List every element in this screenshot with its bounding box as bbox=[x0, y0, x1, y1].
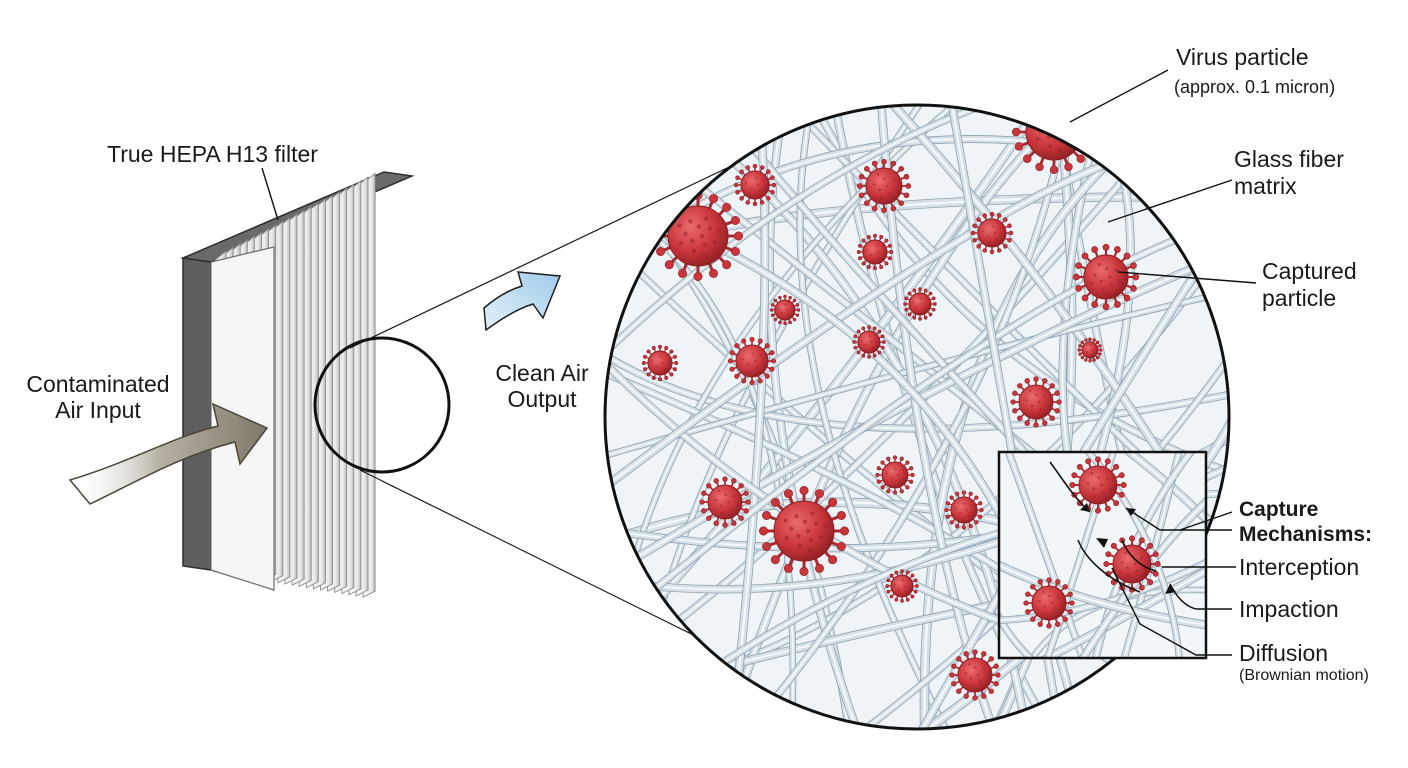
virus-particle-icon bbox=[758, 485, 849, 576]
virus-particle-icon bbox=[852, 325, 886, 359]
diffusion-sublabel: (Brownian motion) bbox=[1239, 667, 1369, 684]
virus-particle-icon bbox=[885, 569, 919, 603]
glass-fiber-label-line1: Glass fiber bbox=[1234, 146, 1344, 172]
capture-mechanisms-title-line1: Capture bbox=[1239, 498, 1319, 521]
virus-particle-icon bbox=[1010, 376, 1062, 428]
magnifier-lens-on-filter bbox=[313, 336, 451, 474]
virus-particle-icon bbox=[652, 191, 743, 281]
air-inflow-arrow-icon bbox=[68, 402, 269, 505]
filter-label: True HEPA H13 filter bbox=[107, 141, 318, 167]
virus-particle-icon bbox=[1103, 535, 1161, 593]
virus-particle-icon bbox=[641, 344, 679, 382]
capture-mechanisms-inset bbox=[997, 450, 1208, 660]
virus-particle-icon bbox=[769, 294, 801, 326]
virus-particle-icon bbox=[1072, 243, 1140, 311]
virus-particle-icon bbox=[944, 490, 984, 530]
leader-arrowheads bbox=[1126, 508, 1176, 594]
glass-fiber-label-line2: matrix bbox=[1234, 173, 1297, 199]
capture-mechanisms-title-line2: Mechanisms: bbox=[1239, 523, 1373, 546]
contaminated-air-label-line1: Contaminated bbox=[26, 371, 170, 397]
virus-particle-icon bbox=[856, 233, 894, 271]
virus-particle-icon bbox=[970, 211, 1014, 255]
virus-particle-icon bbox=[1023, 577, 1075, 629]
clean-air-label-line1: Clean Air bbox=[495, 360, 589, 386]
virus-particle-icon bbox=[1011, 105, 1097, 175]
virus-size-label: (approx. 0.1 micron) bbox=[1174, 77, 1336, 97]
virus-particle-icon bbox=[727, 336, 777, 386]
air-outflow-arrow-icon bbox=[483, 271, 562, 332]
diffusion-label: Diffusion bbox=[1239, 640, 1329, 666]
clean-air-label-line2: Output bbox=[507, 386, 577, 412]
filter-frame bbox=[182, 257, 212, 571]
impaction-label: Impaction bbox=[1239, 596, 1339, 622]
virus-particle-icon bbox=[733, 163, 777, 207]
zoom-line-top bbox=[349, 167, 728, 349]
virus-particle-icon bbox=[1077, 337, 1103, 363]
hepa-filter bbox=[180, 171, 415, 598]
captured-particle-label-line2: particle bbox=[1262, 285, 1337, 311]
contaminated-air-label-line2: Air Input bbox=[55, 397, 141, 423]
virus-particle-icon bbox=[875, 455, 915, 495]
virus-particle-icon bbox=[949, 649, 1001, 701]
virus-particle-icon bbox=[699, 476, 751, 528]
virus-particle-label: Virus particle bbox=[1176, 44, 1309, 70]
captured-particle-label-line1: Captured bbox=[1262, 258, 1357, 284]
virus-particle-icon bbox=[1069, 456, 1127, 514]
virus-particle-icon bbox=[856, 158, 912, 214]
interception-label: Interception bbox=[1239, 554, 1360, 580]
virus-particle-icon bbox=[903, 287, 937, 321]
